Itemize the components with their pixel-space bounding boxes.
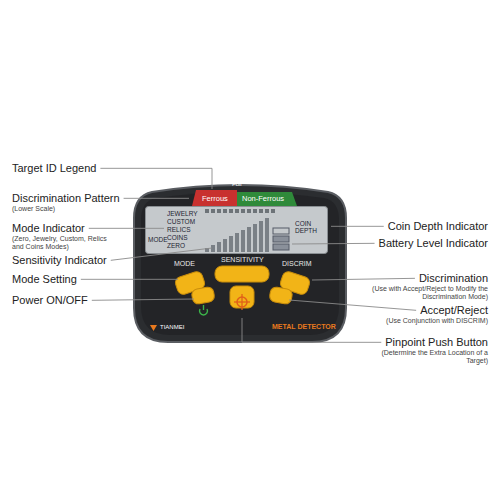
- legend-foil: Foil: [232, 181, 242, 188]
- callout-label: Coin Depth Indicator: [388, 220, 488, 233]
- leader-line: [92, 299, 194, 300]
- callout-note: (Lower Scale): [12, 205, 55, 213]
- callout-label: Battery Level Indicator: [379, 237, 488, 250]
- button-label: SENSITIVITY: [221, 256, 264, 264]
- lcd-display: MODE JEWELRYCUSTOMRELICSCOINSZERO COIN DEP…: [145, 206, 328, 254]
- callout-label: Discrimination Pattern: [12, 192, 120, 205]
- callout-note: (Use Conjunction with DISCRIM): [368, 317, 488, 325]
- leader-line: [100, 168, 212, 189]
- leader-line: [312, 278, 415, 280]
- leader-line: [292, 243, 375, 245]
- callout-note: (Determine the Extra Location of a Targe…: [368, 349, 488, 365]
- callout-label: Discrimination: [419, 272, 488, 285]
- legend-ferrous: Ferrous: [202, 195, 228, 204]
- leader-line: [242, 318, 381, 342]
- callout-label: Accept/Reject: [420, 304, 488, 317]
- leader-line: [331, 226, 384, 227]
- display-label: MODE: [148, 236, 168, 243]
- button-label: DISCRIM: [282, 260, 312, 268]
- mode-option: COINS: [167, 234, 188, 241]
- leader-line: [289, 300, 416, 310]
- callout-note: (Use with Accept/Reject to Modify the Di…: [368, 285, 488, 301]
- leader-line: [89, 228, 164, 229]
- callout-label: Mode Indicator: [12, 222, 85, 235]
- mode-option: RELICS: [167, 226, 190, 233]
- mode-option: ZERO: [167, 242, 185, 249]
- callout-note: (Zero, Jewelry, Custom, Relics and Coins…: [12, 235, 120, 251]
- callout-label: Sensitivity Indicator: [12, 254, 107, 267]
- product-logo: METAL DETECTOR: [272, 323, 336, 331]
- display-label: COIN DEPTH: [295, 220, 325, 235]
- callout-label: Mode Setting: [12, 273, 77, 286]
- leader-line: [111, 248, 212, 260]
- mode-option: JEWELRY: [167, 210, 198, 217]
- brand-logo: TIANMEI: [160, 324, 184, 331]
- leader-line: [81, 279, 178, 280]
- mode-option: CUSTOM: [167, 218, 195, 225]
- button-label: MODE: [174, 260, 195, 268]
- leader-line: [124, 198, 189, 199]
- callout-label: Pinpoint Push Button: [385, 336, 488, 349]
- callout-label: Target ID Legend: [12, 162, 96, 175]
- control-panel: Ferrous FoilNon-FerrousMODE SENSITIVITY DIS…: [132, 178, 348, 344]
- callout-label: Power ON/OFF: [12, 294, 88, 307]
- legend-non-ferrous: Non-Ferrous: [242, 195, 284, 204]
